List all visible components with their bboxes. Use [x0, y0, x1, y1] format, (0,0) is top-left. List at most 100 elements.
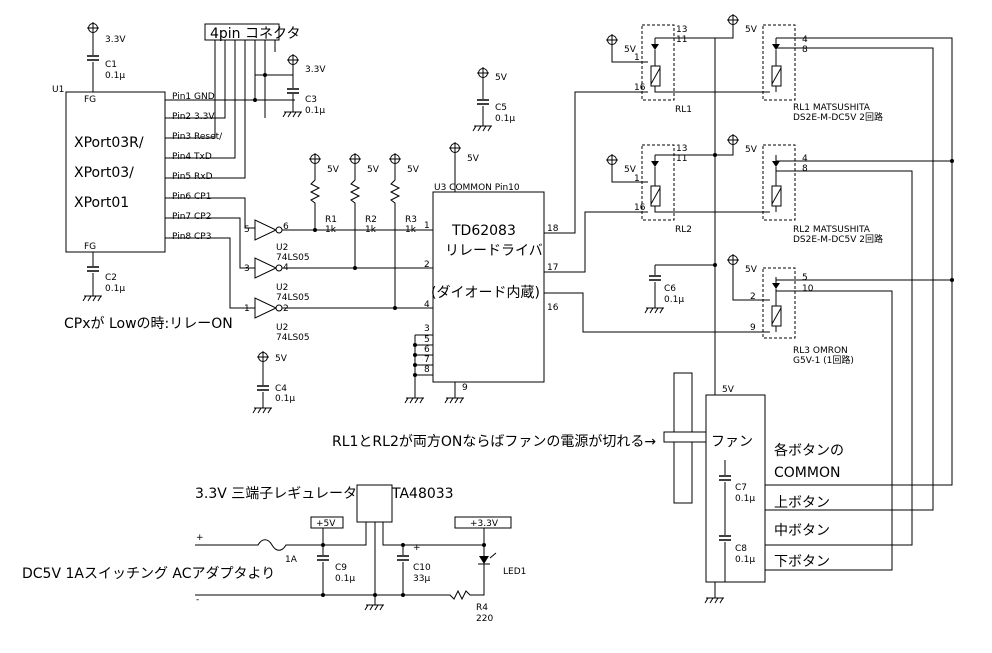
inv2-ref: U2: [276, 283, 288, 293]
r2-voltage: 5V: [367, 165, 380, 175]
xport-ref: U1: [52, 85, 64, 95]
inv3-out-pin: 2: [283, 304, 289, 314]
relay-rl3: 5V 2 9 5 10 RL3 OMRON G5V-1 (1回路): [726, 253, 854, 366]
r3-name: R3: [405, 215, 417, 225]
driver-pin-4: 4: [424, 300, 430, 310]
regulator-section: 3.3V 三端子レギュレータ TA48033 +5V +3.3V + - 1A …: [195, 484, 526, 624]
c4-value: 0.1µ: [275, 394, 295, 404]
xport-pin2: Pin2 3.3V: [172, 112, 215, 122]
rl1-pin-8: 8: [802, 45, 808, 55]
rl2-pin-11: 11: [676, 154, 687, 164]
fan-voltage: 5V: [722, 385, 735, 395]
c4-name: C4: [275, 384, 287, 394]
xport-fg-bottom: FG: [84, 242, 96, 252]
rl2-pin-13: 13: [676, 144, 687, 154]
rl3-pin-2: 2: [750, 292, 756, 302]
rl3-pin-10: 10: [802, 284, 814, 294]
c3-name: C3: [305, 95, 317, 105]
inv2-part: 74LS05: [276, 293, 310, 303]
driver-common-voltage: 5V: [467, 154, 480, 164]
rl1-pin-11: 11: [676, 35, 687, 45]
inv1-part: 74LS05: [276, 253, 310, 263]
c2-capacitor: [86, 266, 100, 272]
driver-sub: リレードライバ: [445, 243, 543, 259]
rl1-pin-16: 16: [634, 83, 646, 93]
rl2-v-right: 5V: [745, 145, 758, 155]
reg-title: 3.3V 三端子レギュレータ: [195, 486, 357, 502]
reg-part: TA48033: [391, 486, 454, 502]
pullup-resistors: 5V 5V 5V R1 1k R2 1k R3 1k: [282, 152, 433, 310]
rl1-v-left: 5V: [624, 45, 637, 55]
rl1-v-right: 5V: [745, 25, 758, 35]
rl2-label: RL2: [675, 225, 692, 235]
driver-name: TD62083: [451, 223, 516, 239]
c3-capacitor: [286, 88, 300, 94]
driver-pin-8: 8: [424, 365, 430, 375]
rl1-desc: RL1 MATSUSHITA: [793, 103, 871, 113]
driver-pin-17: 17: [547, 263, 558, 273]
c4-capacitor-group: 5V C4 0.1µ: [252, 350, 295, 414]
rl1-model: DS2E-M-DC5V 2回路: [793, 111, 883, 123]
btn-common-2: COMMON: [774, 465, 840, 481]
rl3-pin-5: 5: [802, 273, 808, 283]
driver-pin-5: 5: [424, 335, 430, 345]
r3-voltage: 5V: [407, 165, 420, 175]
reg-in-label: +5V: [316, 519, 336, 529]
btn-common-1: 各ボタンの: [774, 443, 844, 459]
c6-value: 0.1µ: [664, 295, 684, 305]
r4-name: R4: [476, 603, 488, 613]
c1-name: C1: [105, 60, 117, 70]
c9-value: 0.1µ: [335, 574, 355, 584]
reg-body: [356, 484, 393, 523]
fan-label: ファン: [711, 434, 753, 450]
xport-name-3: XPort01: [74, 195, 129, 211]
driver-pin-6: 6: [424, 345, 430, 355]
rl2-model: DS2E-M-DC5V 2回路: [793, 233, 883, 245]
inverter-1: 5 6 U2 74LS05: [244, 219, 310, 263]
relay-driver-ic: 5V U3 COMMON Pin10 TD62083 リレードライバ (ダイオー…: [404, 141, 559, 404]
btn-middle: 中ボタン: [774, 523, 830, 539]
xport-pin6: Pin6 CP1: [172, 192, 211, 202]
fan-body: [705, 394, 766, 583]
inv3-ref: U2: [276, 323, 288, 333]
c8-value: 0.1µ: [735, 555, 755, 565]
rl1-label: RL1: [675, 105, 692, 115]
reg-plus: +: [196, 533, 204, 543]
c2-value: 0.1µ: [105, 284, 125, 294]
c1-capacitor: [86, 55, 100, 61]
xport-pin3: Pin3 Reset/: [172, 132, 223, 142]
connector-title-box: [204, 23, 280, 41]
inv3-part: 74LS05: [276, 333, 310, 343]
rl3-desc: RL3 OMRON: [793, 346, 848, 356]
fan-unit: 5V ファン C7 0.1µ C8 0.1µ 各ボタンの COMMON 上ボタン…: [663, 372, 844, 604]
xport-fg-top: FG: [84, 95, 96, 105]
btn-up: 上ボタン: [774, 495, 830, 511]
c3-voltage: 3.3V: [305, 65, 326, 75]
rl2-pin-16: 16: [634, 203, 646, 213]
power-note: DC5V 1Aスイッチング ACアダプタより: [22, 566, 275, 582]
rl2-pin-4: 4: [802, 154, 808, 164]
inverter-2: 3 4 U2 74LS05: [244, 257, 310, 303]
xport-pin8: Pin8 CP3: [172, 232, 211, 242]
inv1-out-pin: 6: [283, 222, 289, 232]
c6-capacitor-group: C6 0.1µ: [644, 263, 717, 314]
rl1-pin-4: 4: [802, 35, 808, 45]
reg-minus: -: [196, 595, 199, 605]
driver-pin-9: 9: [462, 383, 468, 393]
r1-name: R1: [325, 215, 337, 225]
c5-name: C5: [495, 103, 507, 113]
driver-note: (ダイオード内蔵): [431, 285, 540, 301]
c1-value: 0.1µ: [105, 71, 125, 81]
r2-name: R2: [365, 215, 377, 225]
xport-pin4: Pin4 TxD: [172, 152, 212, 162]
c10-polarity: +: [413, 543, 421, 553]
c8-name: C8: [735, 544, 747, 554]
led-icon: [478, 552, 497, 565]
c2-name: C2: [105, 273, 117, 283]
rl3-model: G5V-1 (1回路): [793, 354, 854, 366]
btn-down: 下ボタン: [774, 554, 830, 570]
xport-pin1: Pin1 GND: [172, 92, 215, 102]
driver-ref: U3 COMMON Pin10: [434, 183, 520, 193]
relay-rl2: 5V 5V 13 11 1 16 4 8 RL2 RL2 MATSUSHITA …: [605, 133, 883, 245]
c10-name: C10: [413, 563, 431, 573]
